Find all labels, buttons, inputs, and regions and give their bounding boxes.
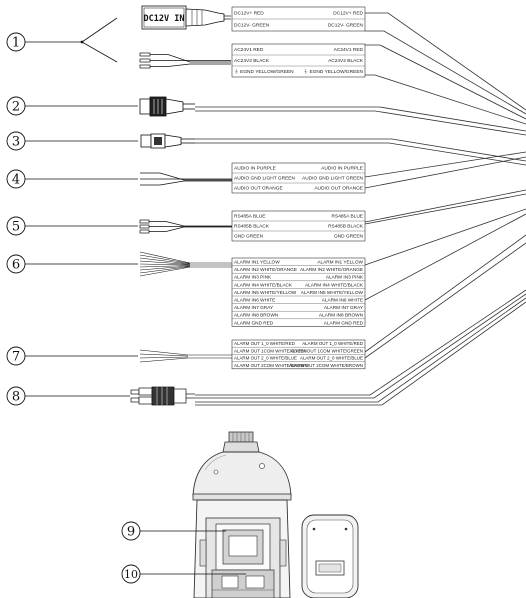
alarm-out-wires (139, 349, 232, 363)
callout-number: 1 (12, 36, 20, 51)
table-cell-left: DC12V+ RED (234, 11, 264, 17)
table-cell-left: AC24V1 RED (234, 47, 264, 53)
callout-number: 9 (127, 525, 135, 540)
callout-10: 10 (121, 564, 246, 584)
table-cell-left: ALARM IN3 PINK (234, 275, 272, 280)
table-cell-right: DC12V+ RED (333, 11, 363, 17)
table-cell-left: DC12V- GREEN (234, 23, 270, 29)
table-cell-left: ALARM OUT 2COM WHITE/BROWN (234, 363, 308, 368)
table-cell-left: RS485A BLUE (234, 214, 265, 220)
table-cell-right: ALARM IN2 WHITE/ORANGE (300, 267, 363, 272)
terminal-connectors (130, 386, 195, 406)
rs485-wires (139, 219, 232, 234)
callout-9: 9 (121, 521, 226, 541)
table-audio: AUDIO IN PURPLE AUDIO IN PURPLE AUDIO GND … (231, 162, 366, 194)
table-cell-right: RS485A BLUE (332, 214, 363, 220)
callout-number: 10 (124, 568, 138, 581)
dc12v-plug-label: DC12V IN (144, 14, 185, 24)
table-cell-right: ALARM IN1 YELLOW (317, 259, 363, 264)
callout-number: 3 (12, 135, 20, 150)
audio-wires (140, 172, 232, 186)
label-tables: DC12V+ RED DC12V+ RED DC12V- GREEN DC12V- G… (231, 6, 366, 370)
table-cell-right: RS485B BLACK (328, 224, 364, 230)
table-cell-left: ALARM OUT 2_0 WHITE/BLUE (234, 356, 297, 361)
cable-bundle (195, 12, 526, 406)
table-alarm-out: ALARM OUT 1_0 WHITE/RED ALARM OUT 1_0 WHI… (231, 339, 366, 370)
table-cell-left: GND GREEN (234, 234, 264, 240)
callout-number: 6 (12, 258, 20, 273)
table-cell-left: AUDIO OUT ORANGE (234, 186, 283, 192)
callout-7: 7 (6, 346, 138, 366)
table-cell-left: ALARM IN4 WHITE/BLACK (234, 282, 293, 287)
callout-number: 2 (12, 100, 20, 115)
callout-6: 6 (6, 254, 138, 274)
callout-2: 2 (6, 96, 138, 116)
table-cell-right: ⏚ EGND YELLOW/GREEN (303, 68, 363, 75)
rj45-connector (139, 96, 195, 117)
table-cell-right: AUDIO IN PURPLE (321, 166, 363, 172)
table-cell-right: AC24V2 BLACK (328, 58, 364, 64)
callout-number: 8 (12, 390, 20, 405)
table-cell-left: RS485B BLACK (234, 224, 270, 230)
callout-number: 4 (12, 173, 20, 188)
callout-1: 1 (6, 17, 118, 63)
table-cell-right: ALARM IN7 GRAY (324, 305, 364, 310)
table-dc12: DC12V+ RED DC12V+ RED DC12V- GREEN DC12V- G… (231, 6, 366, 32)
table-cell-right: DC12V- GREEN (328, 23, 364, 29)
alarm-in-wires (139, 251, 232, 277)
table-cell-right: ALARM OUT 1_0 WHITE/RED (302, 341, 363, 346)
table-cell-right: AUDIO GND LIGHT GREEN (302, 176, 363, 182)
callout-8: 8 (6, 386, 130, 406)
callout-3: 3 (6, 131, 138, 151)
table-cell-left: ALARM IN5 WHITE/YELLOW (234, 290, 297, 295)
fiber-connector (140, 133, 195, 149)
table-cell-right: ALARM OUT 2_0 WHITE/BLUE (300, 356, 363, 361)
table-cell-right: ALARM OUT 2COM WHITE/BROWN (289, 363, 363, 368)
table-cell-left: AC24V2 BLACK (234, 58, 270, 64)
table-cell-right: AC24V1 RED (334, 47, 364, 53)
dc12v-connector: DC12V IN (141, 5, 231, 30)
ptz-camera (192, 431, 292, 598)
callout-number: 7 (12, 350, 20, 365)
table-cell-left: ALARM OUT 1COM WHITE/GREEN (234, 348, 307, 353)
table-cell-left: ALARM IN1 YELLOW (234, 259, 280, 264)
callout-4: 4 (6, 169, 138, 189)
table-ac24: AC24V1 RED AC24V1 RED AC24V2 BLACK AC24V2 B… (231, 43, 366, 78)
table-cell-left: ALARM IN7 GRAY (234, 305, 274, 310)
table-cell-right: ALARM GND RED (324, 320, 364, 325)
table-cell-left: ALARM IN8 BROWN (234, 313, 279, 318)
table-cell-left: ALARM OUT 1_0 WHITE/RED (234, 341, 295, 346)
table-cell-left: ALARM IN2 WHITE/ORANGE (234, 267, 297, 272)
table-rs485: RS485A BLUE RS485A BLUE RS485B BLACK RS485B… (231, 210, 366, 242)
table-cell-left: AUDIO IN PURPLE (234, 166, 276, 172)
table-cell-right: ALARM IN4 WHITE/BLACK (305, 282, 364, 287)
table-cell-right: ALARM OUT 1COM WHITE/GREEN (290, 348, 363, 353)
table-cell-left: ALARM GND RED (234, 320, 274, 325)
table-cell-right: GND GREEN (334, 234, 364, 240)
table-cell-left: AUDIO GND LIGHT GREEN (234, 176, 295, 182)
table-cell-right: ALARM IN5 WHITE/YELLOW (301, 290, 364, 295)
ac24v-wires (139, 52, 231, 69)
callout-number: 5 (12, 220, 20, 235)
table-cell-left: ALARM IN6 WHITE (234, 297, 275, 302)
table-alarm-in: ALARM IN1 YELLOW ALARM IN1 YELLOW ALARM IN… (231, 257, 366, 327)
table-cell-left: ⏚ EGND YELLOW/GREEN (234, 68, 294, 75)
cover-panel (301, 514, 359, 598)
table-cell-right: ALARM IN3 PINK (326, 275, 364, 280)
callout-5: 5 (6, 216, 138, 236)
table-cell-right: ALARM IN6 WHITE (322, 297, 363, 302)
table-cell-right: ALARM IN8 BROWN (319, 313, 364, 318)
table-cell-right: AUDIO OUT ORANGE (314, 186, 363, 192)
